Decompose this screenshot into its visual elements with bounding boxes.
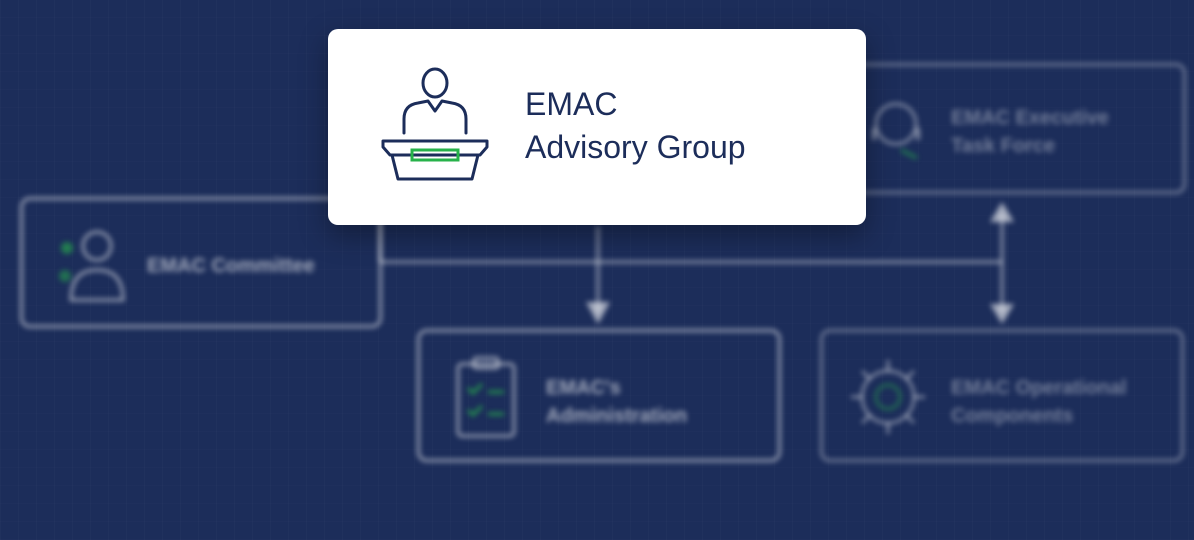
- node-administration: EMAC's Administration: [417, 329, 781, 462]
- node-task-force-label: EMAC Executive Task Force: [951, 107, 1109, 157]
- podium-speaker-icon: [381, 67, 489, 181]
- arrow-down-operational: [990, 304, 1014, 324]
- advisory-group-card: EMAC Advisory Group: [328, 29, 866, 225]
- podium-accent-bar: [410, 148, 460, 162]
- card-title: EMAC Advisory Group: [525, 83, 746, 169]
- gear-icon: [851, 360, 925, 434]
- card-title-line-1: EMAC: [525, 86, 618, 122]
- arrow-down-administration: [586, 302, 610, 324]
- card-title-line-2: Advisory Group: [525, 129, 746, 165]
- node-operational: EMAC Operational Components: [820, 329, 1184, 462]
- headset-person-icon: [872, 102, 920, 160]
- node-administration-label: EMAC's Administration: [546, 377, 688, 427]
- node-task-force: EMAC Executive Task Force: [830, 63, 1186, 194]
- node-operational-label: EMAC Operational Components: [951, 377, 1127, 427]
- node-committee: EMAC Committee: [20, 197, 382, 328]
- arrow-up-task-force: [990, 202, 1014, 222]
- node-committee-label: EMAC Committee: [147, 255, 315, 277]
- person-icon: [59, 230, 125, 302]
- clipboard-check-icon: [456, 356, 516, 438]
